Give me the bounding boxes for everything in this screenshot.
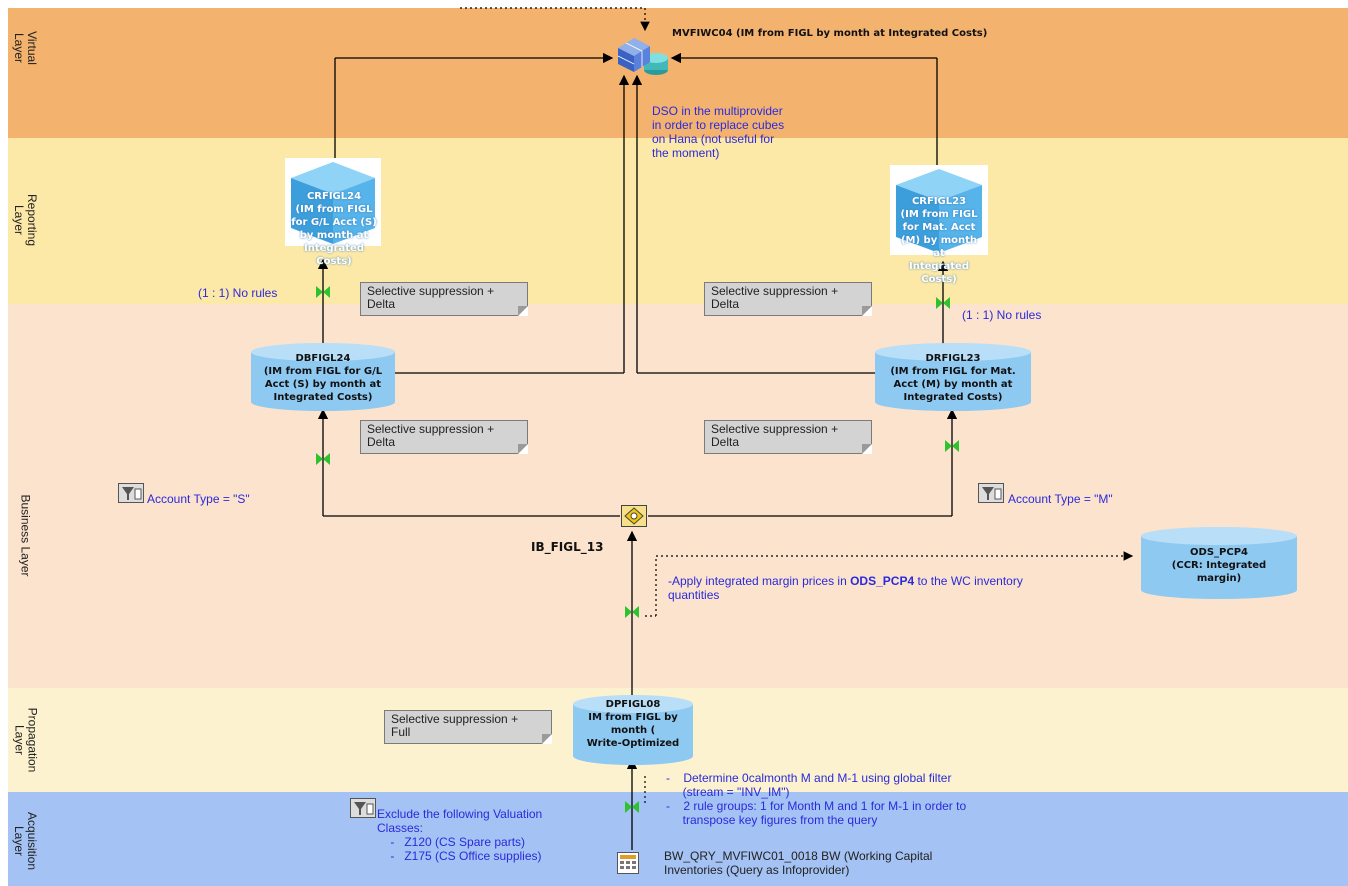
note-selective-full: Selective suppression + Full	[384, 710, 552, 744]
note-text: Selective suppression + Delta	[711, 422, 839, 449]
cube-crfigl24-icon[interactable]	[285, 158, 381, 246]
note-selective-delta-1: Selective suppression + Delta	[360, 282, 528, 316]
query-icon[interactable]	[617, 852, 639, 874]
note-selective-delta-4: Selective suppression + Delta	[704, 420, 872, 454]
infosource-label: IB_FIGL_13	[531, 540, 604, 554]
dso-dpfigl08-label: DPFIGL08 IM from FIGL by month ( Write-O…	[586, 699, 680, 749]
note-selective-delta-2: Selective suppression + Delta	[704, 282, 872, 316]
apply-prices-note: -Apply integrated margin prices in ODS_P…	[668, 574, 1098, 602]
apply-note-post: to the WC inventory quantities	[668, 574, 1023, 602]
apply-note-pre: -Apply integrated margin prices in	[668, 574, 851, 588]
business-layer-band	[8, 304, 1348, 689]
valuation-filter-note: Exclude the following Valuation Classes:…	[377, 807, 543, 863]
dso-multiprovider-note: DSO in the multiprovider in order to rep…	[652, 104, 785, 160]
filter-icon-s[interactable]	[118, 483, 144, 503]
note-text: Selective suppression + Delta	[367, 284, 495, 311]
dso-ods-pcp4[interactable]	[1140, 526, 1298, 600]
dso-dpfigl08[interactable]	[572, 694, 694, 766]
dso-dbfigl24[interactable]	[250, 342, 396, 412]
rule-label-right: (1 : 1) No rules	[962, 308, 1042, 322]
note-text: Selective suppression + Delta	[711, 284, 839, 311]
dso-drfigl23[interactable]	[874, 342, 1032, 412]
cube-crfigl23-label: CRFIGL23 (IM from FIGL for Mat. Acct (M)…	[900, 196, 978, 285]
note-text: Selective suppression + Full	[391, 712, 519, 739]
determine-note: - Determine 0calmonth M and M-1 using gl…	[666, 771, 967, 827]
transformation-connector-1	[316, 286, 330, 298]
multiprovider-icon[interactable]	[614, 30, 670, 80]
infosource-icon[interactable]	[621, 505, 647, 527]
cube-crfigl24-label: CRFIGL24 (IM from FIGL for G/L Acct (S) …	[291, 191, 377, 267]
dso-drfigl23-label: DRFIGL23 (IM from FIGL for Mat. Acct (M)…	[890, 353, 1016, 403]
note-selective-delta-3: Selective suppression + Delta	[360, 420, 528, 454]
apply-note-ods: ODS_PCP4	[850, 574, 915, 588]
acquisition-layer-band	[8, 792, 1348, 886]
note-text: Selective suppression + Delta	[367, 422, 495, 449]
filter-icon-m[interactable]	[978, 483, 1004, 503]
reporting-layer-band	[8, 138, 1348, 304]
rule-label-left: (1 : 1) No rules	[198, 286, 278, 300]
multiprovider-label: MVFIWC04 (IM from FIGL by month at Integ…	[672, 28, 988, 39]
filter-icon-valuation[interactable]	[350, 798, 376, 818]
filter-account-m: Account Type = "M"	[1008, 492, 1113, 506]
virtual-layer-band	[8, 8, 1348, 138]
cube-crfigl23-icon[interactable]	[890, 165, 988, 255]
dso-dbfigl24-label: DBFIGL24 (IM from FIGL for G/L Acct (S) …	[263, 353, 383, 403]
dso-ods-pcp4-label: ODS_PCP4 (CCR: Integrated margin)	[1171, 547, 1267, 584]
filter-account-s: Account Type = "S"	[147, 492, 250, 506]
query-label: BW_QRY_MVFIWC01_0018 BW (Working Capital…	[664, 849, 933, 877]
